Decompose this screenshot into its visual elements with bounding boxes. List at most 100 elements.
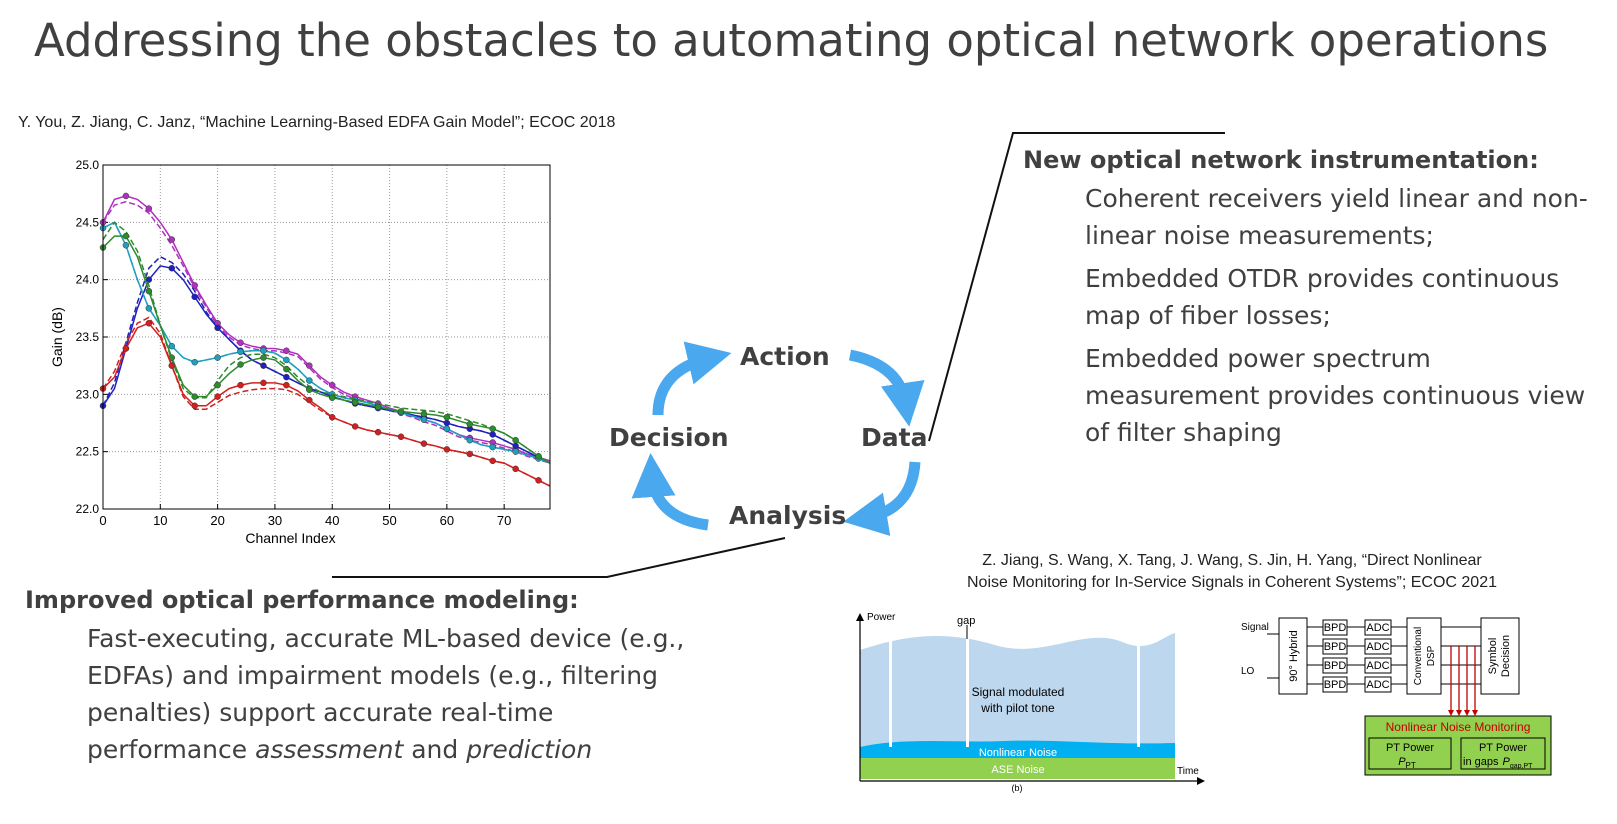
cycle-decision-label: Decision (609, 423, 729, 452)
arrow-analysis-to-decision (631, 453, 709, 531)
series-marker (397, 408, 405, 415)
series-marker (512, 436, 519, 444)
series-marker (306, 362, 313, 369)
series-marker (420, 440, 428, 447)
series-marker (351, 399, 359, 406)
y-tick-label: 22.0 (76, 502, 100, 516)
series-marker (191, 358, 198, 366)
series-marker (214, 393, 221, 400)
series-marker (260, 379, 267, 387)
decision-label-1: Symbol (1487, 638, 1499, 675)
x-tick-label: 70 (497, 513, 511, 528)
y-tick-label: 24.0 (76, 273, 100, 287)
arrow-decision-to-action (652, 341, 732, 416)
figure-caption: (b) (1012, 783, 1023, 793)
series-marker (168, 236, 176, 243)
nonlinear-noise-label: Nonlinear Noise (979, 747, 1057, 759)
x-tick-label: 20 (210, 513, 224, 528)
series-line-measured (102, 221, 551, 464)
series-marker (283, 381, 290, 389)
pilot-gap (889, 639, 892, 747)
instrumentation-item: Embedded OTDR provides continuous map of… (1085, 264, 1560, 330)
series-marker (328, 414, 336, 421)
series-marker (214, 381, 221, 389)
lo-input-label: LO (1241, 666, 1255, 677)
series-marker (397, 433, 405, 441)
dsp-label-1: Conventional (1413, 627, 1424, 685)
x-tick-label: 50 (382, 513, 396, 528)
monitor-taps (1450, 646, 1476, 714)
series-marker (535, 477, 542, 484)
citation-top: Y. You, Z. Jiang, C. Janz, “Machine Lear… (18, 114, 616, 131)
series-line-model (102, 235, 551, 464)
series-marker (306, 396, 313, 404)
y-tick-label: 22.5 (76, 445, 100, 459)
series-marker (283, 373, 290, 381)
arrow-data-to-analysis (843, 461, 921, 536)
ase-noise-label: ASE Noise (991, 764, 1044, 776)
series-marker (122, 242, 130, 249)
pilot-gap (1137, 637, 1140, 747)
time-label: Time (1177, 766, 1199, 777)
y-axis-label: Gain (dB) (49, 307, 65, 367)
y-tick-label: 25.0 (76, 158, 100, 172)
series-marker (237, 339, 244, 346)
series-marker (145, 276, 153, 283)
instrumentation-item: Embedded power spectrum measurement prov… (1085, 344, 1586, 447)
series-marker (214, 324, 221, 332)
series-marker (443, 425, 451, 432)
bpd-label: BPD (1324, 641, 1347, 653)
series-marker (306, 377, 313, 384)
x-tick-label: 30 (268, 513, 282, 528)
instrumentation-list: Coherent receivers yield linear and non-… (1085, 180, 1605, 451)
series-marker (283, 365, 290, 373)
series-marker (466, 450, 474, 458)
series-marker (420, 410, 428, 418)
series-line-measured (102, 316, 551, 487)
series-marker (191, 393, 198, 400)
connector-line-right (928, 132, 1225, 442)
series-marker (283, 347, 290, 355)
modeling-em-assessment: assessment (255, 735, 404, 764)
nonlinear-noise-region (860, 740, 1175, 760)
pt-power-gaps-block (1460, 737, 1546, 770)
series-marker (168, 362, 176, 369)
series-marker (328, 394, 336, 402)
series-marker (283, 356, 290, 364)
slide-title: Addressing the obstacles to automating o… (34, 14, 1549, 67)
citation-bottom-line2: Noise Monitoring for In-Service Signals … (967, 574, 1497, 591)
signal-input-label: Signal (1241, 622, 1269, 633)
pt-power-gaps-label: PT Power (1479, 742, 1527, 754)
series-marker (535, 453, 542, 460)
bpd-label: BPD (1324, 660, 1347, 672)
series-marker (214, 354, 221, 361)
series-marker (512, 448, 519, 455)
monitoring-title: Nonlinear Noise Monitoring (1386, 720, 1531, 734)
connector-line-left (332, 537, 786, 578)
arrow-action-to-data (848, 349, 925, 427)
x-axis-label: Channel Index (245, 530, 335, 546)
cycle-analysis-label: Analysis (729, 501, 847, 530)
x-tick-label: 40 (325, 513, 339, 528)
series-marker (145, 305, 153, 312)
decision-block (1480, 617, 1520, 695)
series-marker (489, 425, 496, 432)
hybrid-block (1278, 617, 1308, 695)
series-marker (466, 420, 474, 428)
x-tick-label: 60 (440, 513, 454, 528)
bpd-column: BPD BPD BPD BPD (1322, 619, 1348, 693)
series-marker (145, 287, 153, 295)
dsp-label-2: DSP (1426, 645, 1437, 666)
adc-column: ADC ADC ADC ADC (1364, 619, 1392, 693)
signal-label-1: Signal modulated (972, 685, 1065, 699)
series-marker (512, 465, 519, 473)
series-marker (374, 428, 382, 436)
p-pt-symbol: PPT (1398, 756, 1416, 770)
ase-noise-region (860, 758, 1175, 779)
bpd-label: BPD (1324, 622, 1347, 634)
gap-label: gap (957, 615, 975, 627)
series-marker (168, 264, 176, 272)
series-marker (489, 457, 496, 465)
series-marker (122, 192, 130, 200)
